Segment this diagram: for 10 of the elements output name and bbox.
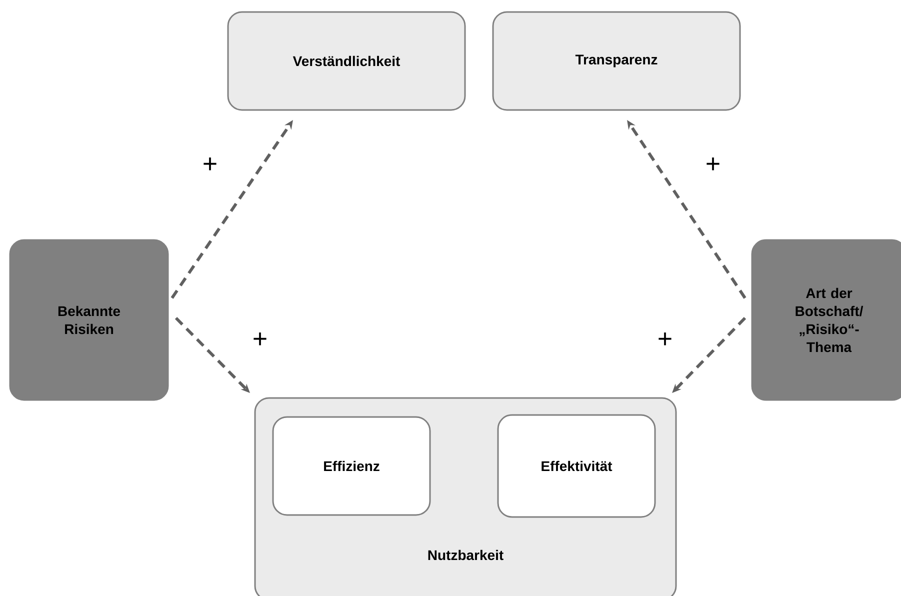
plus-sign: +: [656, 332, 674, 348]
rounded-box: Effizienz: [272, 416, 431, 516]
rounded-box: Effektivität: [497, 414, 656, 518]
plus-sign: +: [704, 156, 722, 174]
rounded-box: Verständlichkeit: [227, 11, 466, 111]
factor-box: Art der Botschaft/ „Risiko“-Thema: [751, 239, 901, 401]
rounded-box: Transparenz: [492, 11, 741, 111]
plus-sign: +: [251, 332, 269, 348]
factor-box: Bekannte Risiken: [9, 239, 169, 401]
plus-sign: +: [201, 156, 219, 174]
